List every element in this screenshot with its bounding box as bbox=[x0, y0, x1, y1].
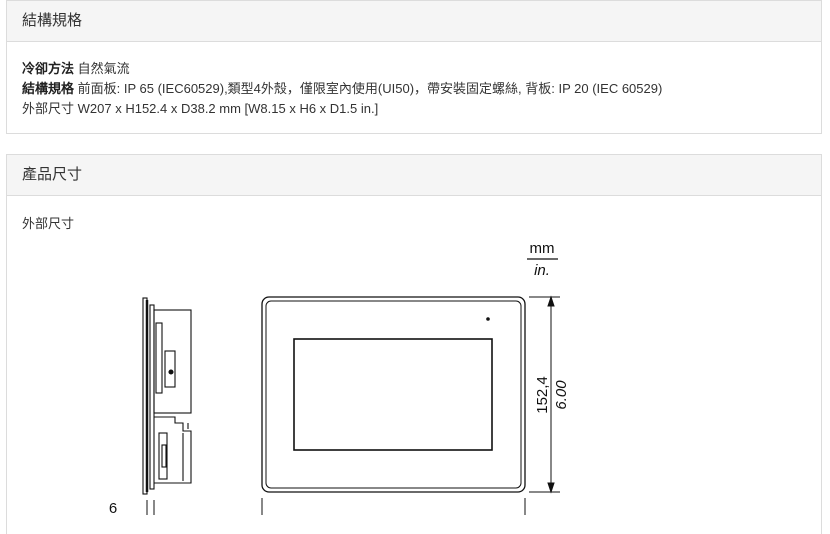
unit-mm: mm bbox=[530, 240, 555, 257]
spec-row-cooling: 冷卻方法 自然氣流 bbox=[22, 59, 806, 79]
side-view bbox=[142, 297, 192, 495]
status-led bbox=[486, 317, 490, 321]
screen-area bbox=[293, 338, 493, 451]
product-dimension-title: 產品尺寸 bbox=[7, 155, 821, 196]
height-mm-label: 152,4 bbox=[534, 376, 551, 414]
spec-label: 冷卻方法 bbox=[22, 61, 75, 76]
structure-spec-title: 結構規格 bbox=[7, 1, 821, 42]
depth-dimension-label: 6 bbox=[109, 500, 117, 515]
external-dimension-label: 外部尺寸 bbox=[22, 216, 75, 231]
spec-value: 前面板: IP 65 (IEC60529),類型4外殼，僅限室內使用(UI50)… bbox=[77, 81, 663, 96]
spec-label: 外部尺寸 bbox=[22, 101, 75, 116]
structure-spec-body: 冷卻方法 自然氣流 結構規格 前面板: IP 65 (IEC60529),類型4… bbox=[7, 42, 821, 119]
spec-value: 自然氣流 bbox=[77, 61, 130, 76]
spec-value: W207 x H152.4 x D38.2 mm [W8.15 x H6 x D… bbox=[77, 101, 379, 116]
height-dimension bbox=[529, 295, 560, 494]
unit-in: in. bbox=[534, 262, 550, 279]
dimension-drawing: mm in. 6 bbox=[109, 240, 570, 515]
structure-spec-panel: 結構規格 冷卻方法 自然氣流 結構規格 前面板: IP 65 (IEC60529… bbox=[6, 0, 822, 134]
spec-row-structure: 結構規格 前面板: IP 65 (IEC60529),類型4外殼，僅限室內使用(… bbox=[22, 79, 806, 99]
front-view bbox=[261, 296, 526, 515]
height-in-label: 6.00 bbox=[553, 380, 570, 410]
spec-row-dimensions: 外部尺寸 W207 x H152.4 x D38.2 mm [W8.15 x H… bbox=[22, 99, 806, 119]
spec-label: 結構規格 bbox=[22, 81, 75, 96]
product-dimension-panel: 產品尺寸 外部尺寸 mm in. 6 bbox=[6, 154, 822, 534]
